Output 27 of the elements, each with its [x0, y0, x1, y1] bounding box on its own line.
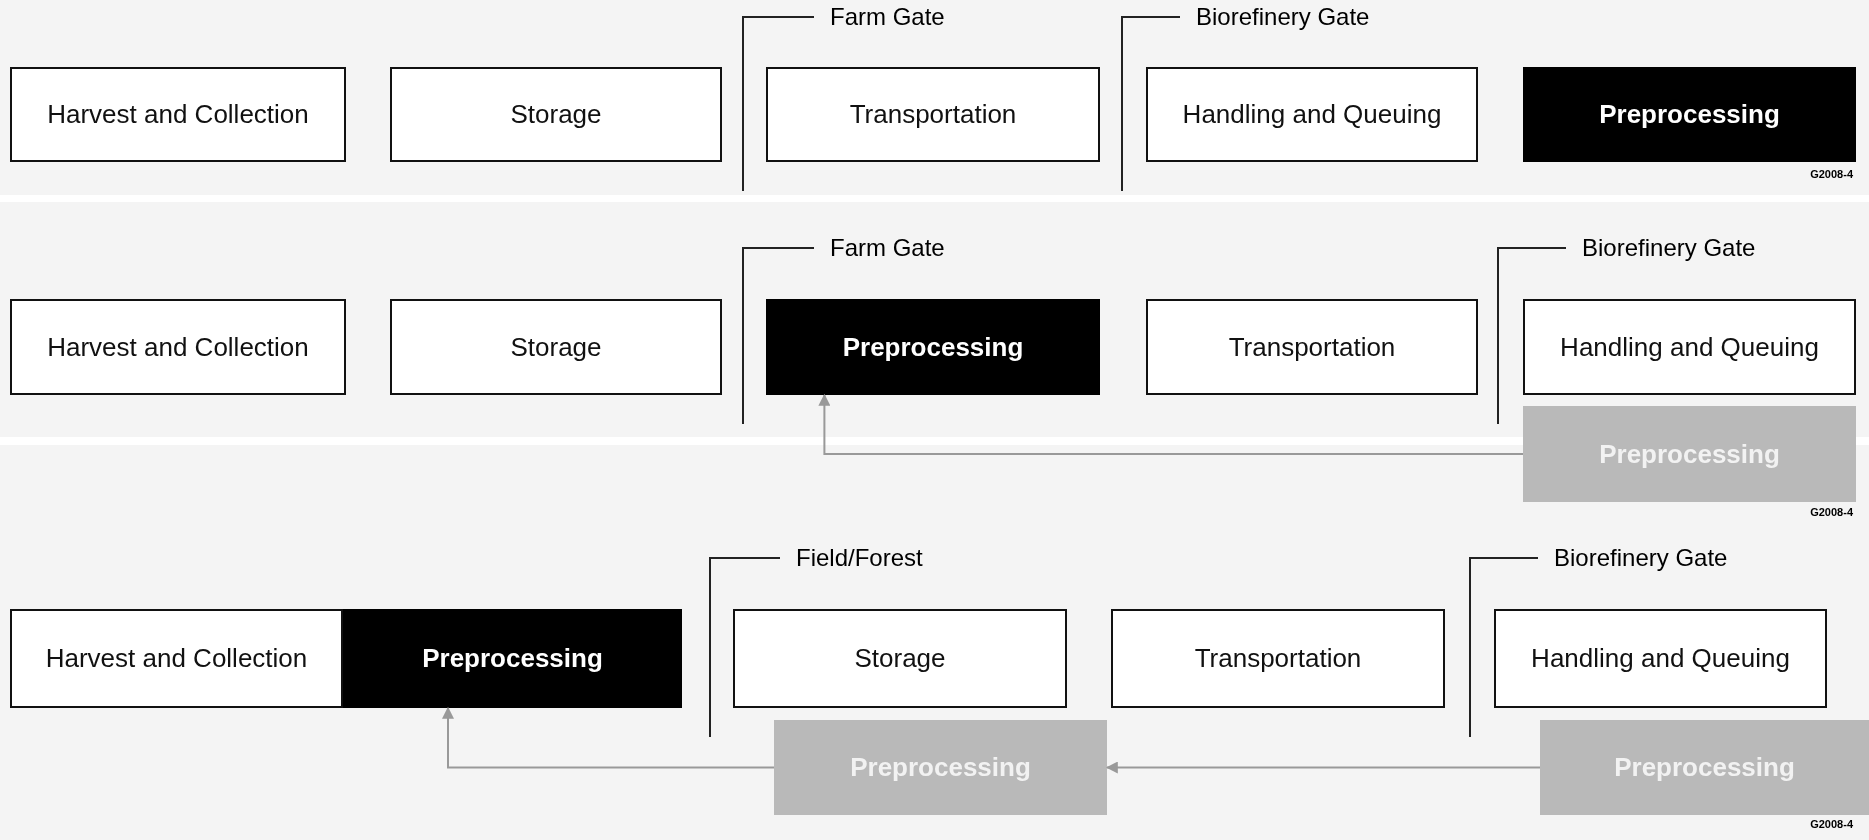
highlighted-process-box: Preprocessing: [766, 299, 1100, 395]
process-box: Handling and Queuing: [1494, 609, 1827, 708]
process-box: Storage: [733, 609, 1067, 708]
process-box: Transportation: [1146, 299, 1478, 395]
gate-label: Farm Gate: [830, 3, 945, 31]
process-box: Storage: [390, 67, 722, 162]
gate-label: Field/Forest: [796, 544, 923, 572]
process-box: Harvest and Collection: [10, 299, 346, 395]
arrow: [818, 393, 1524, 455]
process-box: Handling and Queuing: [1146, 67, 1478, 162]
highlighted-process-box: Preprocessing: [343, 609, 682, 708]
process-box: Transportation: [766, 67, 1100, 162]
alternative-process-box: Preprocessing: [1523, 406, 1856, 502]
arrow: [442, 706, 775, 769]
process-box: Harvest and Collection: [10, 609, 343, 708]
arrow: [1105, 761, 1541, 774]
highlighted-process-box: Preprocessing: [1523, 67, 1856, 162]
gate-label: Biorefinery Gate: [1582, 234, 1756, 262]
alternative-process-box: Preprocessing: [1540, 720, 1869, 815]
gate-label: Biorefinery Gate: [1196, 3, 1370, 31]
process-box: Transportation: [1111, 609, 1445, 708]
process-box: Handling and Queuing: [1523, 299, 1856, 395]
gate-label: Biorefinery Gate: [1554, 544, 1728, 572]
process-box: Harvest and Collection: [10, 67, 346, 162]
alternative-process-box: Preprocessing: [774, 720, 1107, 815]
gate-label: Farm Gate: [830, 234, 945, 262]
process-box: Storage: [390, 299, 722, 395]
